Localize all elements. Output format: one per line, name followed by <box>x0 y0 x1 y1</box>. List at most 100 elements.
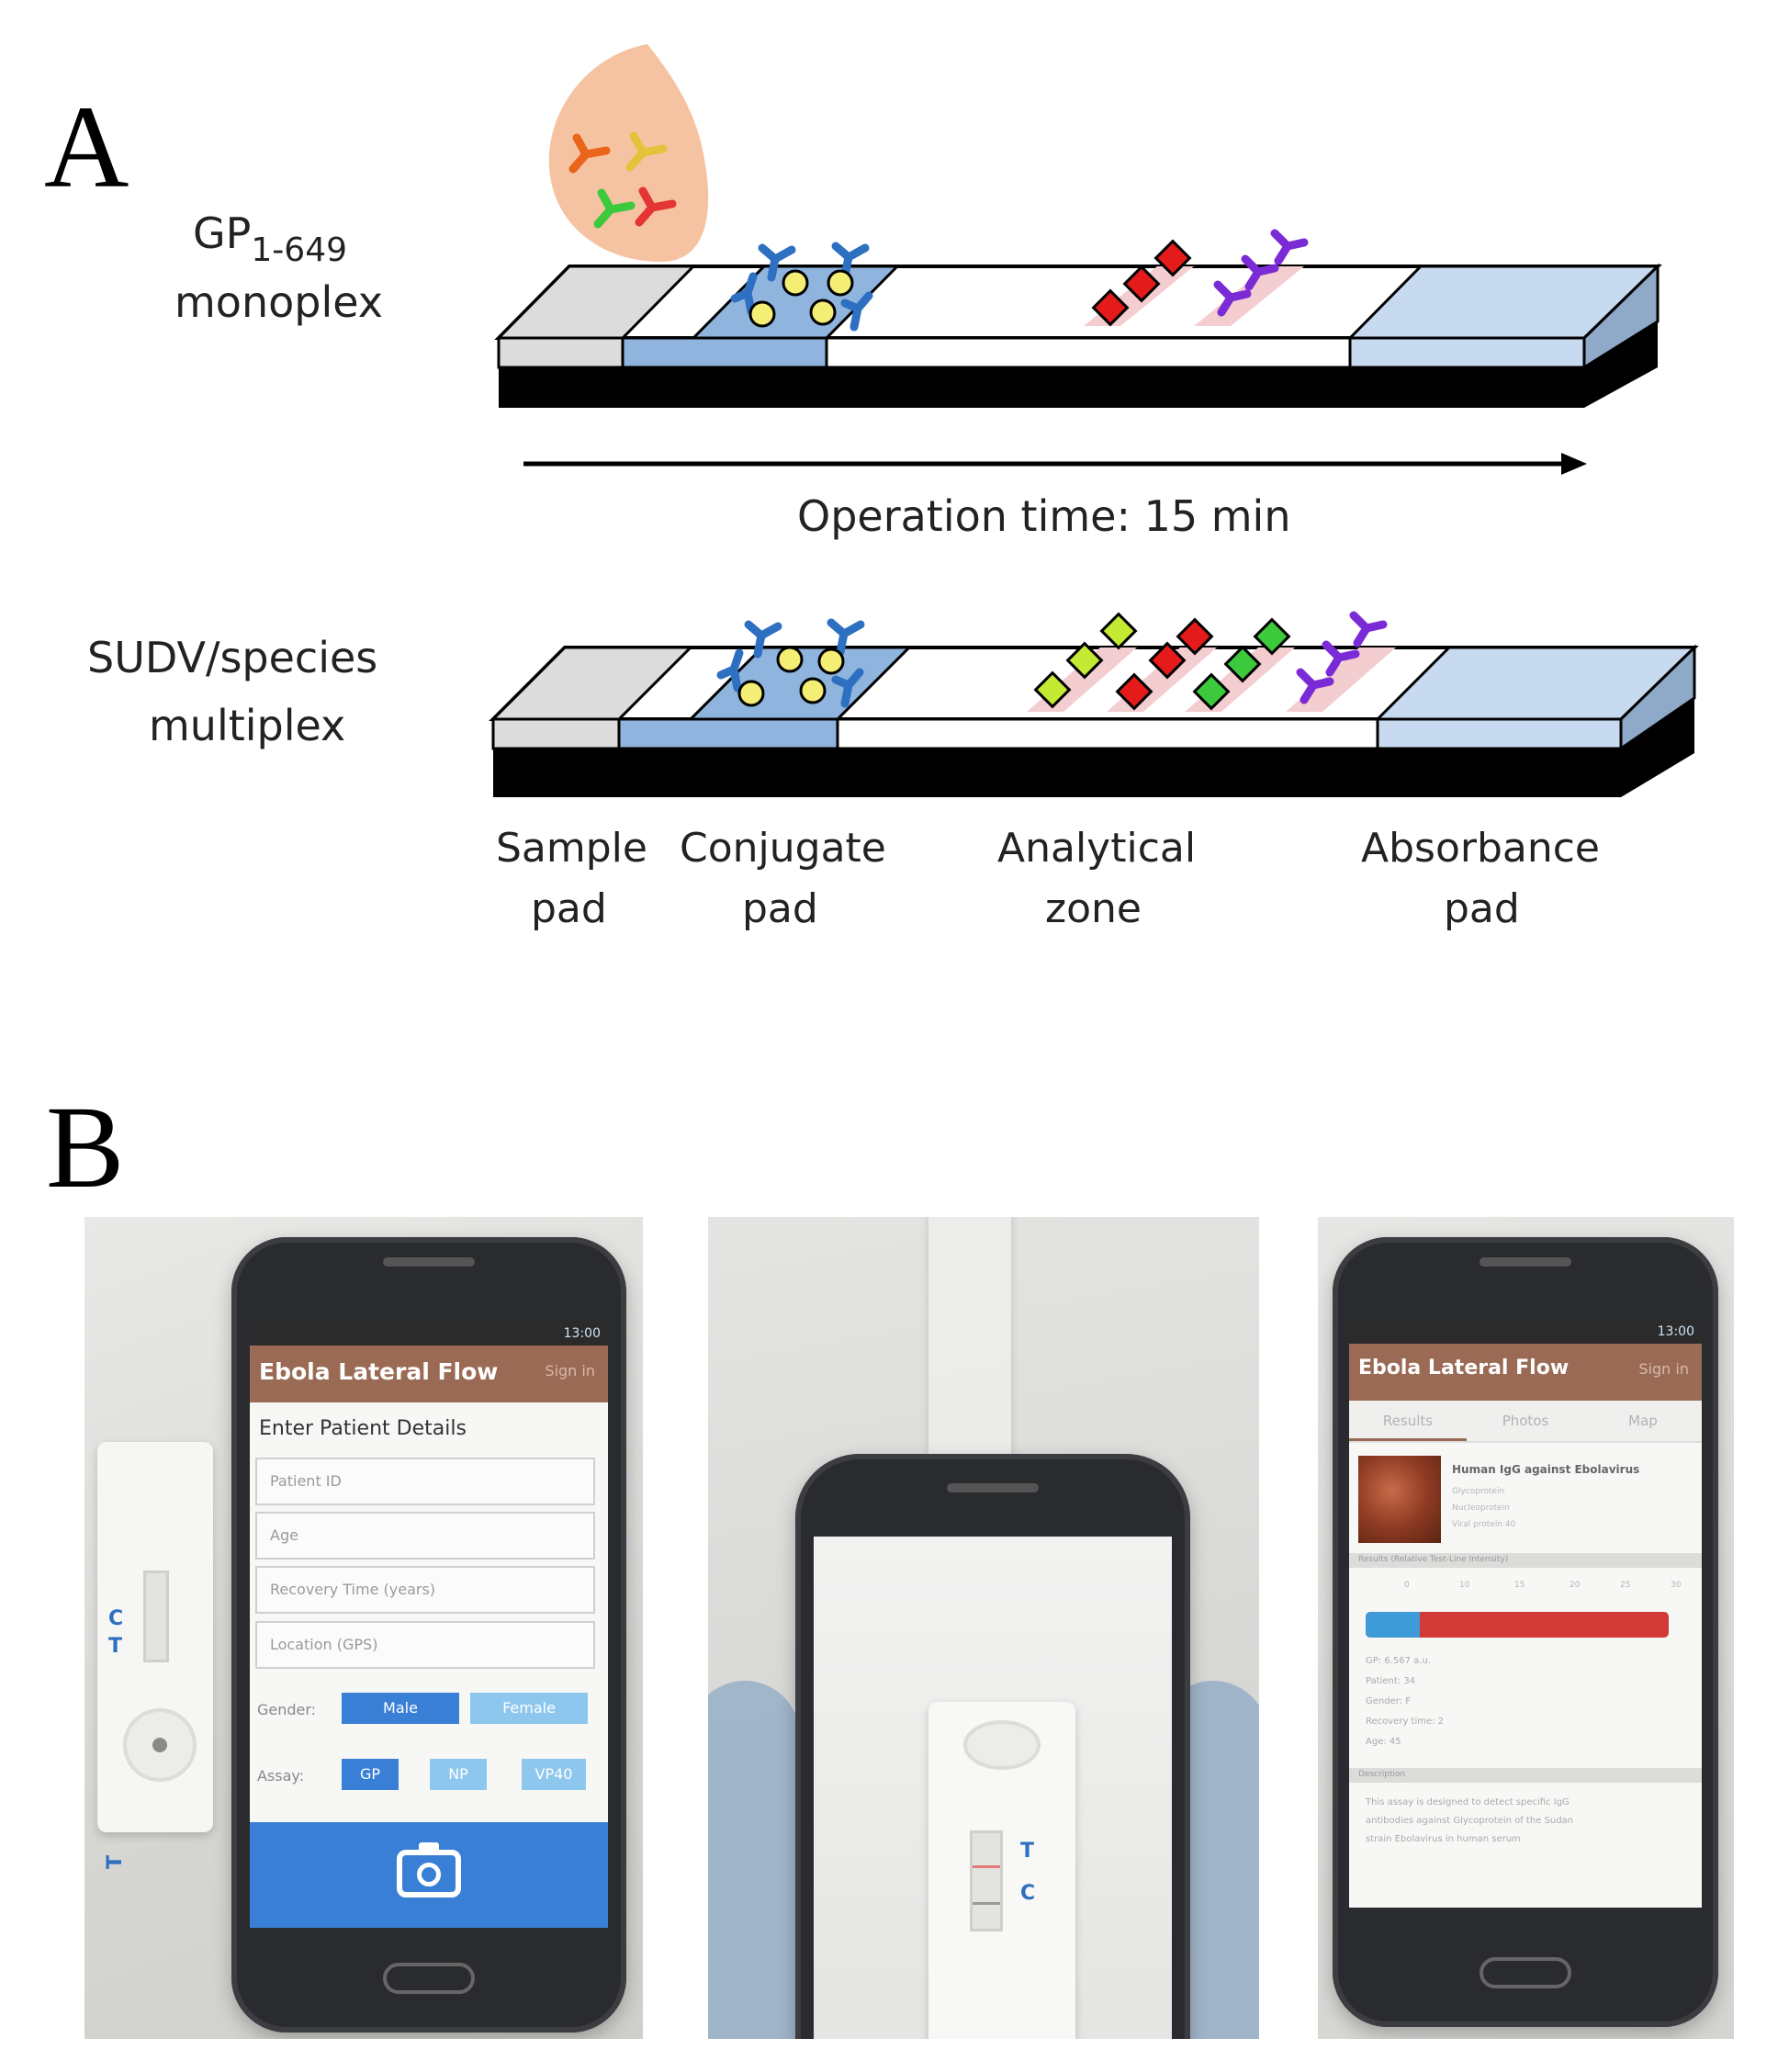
phone-speaker <box>383 1257 475 1267</box>
zone-label-analytical: Analytical <box>997 825 1196 872</box>
multiplex-label-line2: multiplex <box>149 701 345 750</box>
multiplex-strip <box>489 611 1699 797</box>
captured-t: T <box>1020 1840 1035 1863</box>
sign-in-link-3[interactable]: Sign in <box>1638 1360 1689 1378</box>
result-window <box>143 1571 169 1662</box>
home-button-3[interactable] <box>1480 1957 1571 1988</box>
scale-tick: 15 <box>1514 1581 1525 1590</box>
assay-np-button[interactable]: NP <box>430 1759 487 1790</box>
scale-tick: 10 <box>1459 1581 1470 1590</box>
monoplex-label: GP1-649 <box>193 208 347 269</box>
results-header-text: Results (Relative Test-Line Intensity) <box>1358 1555 1509 1564</box>
test-cassette: T T C <box>97 1442 213 1869</box>
cassette-c: C <box>108 1607 124 1630</box>
sample-drop-icon <box>548 44 709 262</box>
photo-results: 13:00 Ebola Lateral Flow Sign in Results… <box>1318 1217 1734 2039</box>
scale-tick: 0 <box>1404 1581 1410 1590</box>
photo-patient-form: T T C 13:00 Ebola Lateral Flow Sign in E… <box>84 1217 643 2039</box>
item-title: Human IgG against Ebolavirus <box>1452 1463 1640 1476</box>
monoplex-strip <box>494 229 1662 408</box>
assay-label: Assay: <box>257 1767 305 1785</box>
results-header: Results (Relative Test-Line Intensity) <box>1349 1553 1702 1568</box>
assay-gp-button[interactable]: GP <box>342 1759 399 1790</box>
phone-speaker-3 <box>1480 1257 1571 1267</box>
cassette-t: T <box>108 1635 123 1658</box>
test-line-signal <box>973 1865 1000 1868</box>
detail-gender: Gender: F <box>1366 1696 1411 1706</box>
gender-male-button[interactable]: Male <box>342 1693 459 1724</box>
captured-cassette: T C <box>928 1702 1075 2039</box>
virus-thumbnail <box>1358 1456 1441 1543</box>
flow-direction-arrow <box>523 453 1587 475</box>
home-button[interactable] <box>383 1963 475 1994</box>
camera-viewfinder: T C <box>814 1537 1172 2039</box>
scale-ticks: 0 10 15 20 25 30 <box>1349 1581 1702 1595</box>
zone-label-conjugate-2: pad <box>742 885 818 932</box>
captured-c: C <box>1020 1882 1036 1905</box>
app-bar-3: Ebola Lateral Flow Sign in <box>1349 1344 1702 1401</box>
description-line-1: This assay is designed to detect specifi… <box>1366 1797 1570 1807</box>
phone-speaker-2 <box>947 1483 1039 1492</box>
app-screen-patient-details: 13:00 Ebola Lateral Flow Sign in Enter P… <box>250 1322 608 1928</box>
smartphone-2: T C <box>795 1454 1190 2039</box>
item-line-3: Viral protein 40 <box>1452 1520 1516 1529</box>
sample-well-center <box>152 1738 167 1752</box>
zone-label-absorbance: Absorbance <box>1361 825 1600 872</box>
captured-well <box>963 1720 1041 1770</box>
gender-label: Gender: <box>257 1701 317 1718</box>
zone-label-sample-2: pad <box>531 885 607 932</box>
gender-female-button[interactable]: Female <box>470 1693 588 1724</box>
description-header-text: Description <box>1358 1770 1406 1779</box>
recovery-time-field[interactable]: Recovery Time (years) <box>255 1566 595 1614</box>
detail-recovery: Recovery time: 2 <box>1366 1717 1445 1727</box>
operation-time-label: Operation time: 15 min <box>797 491 1291 541</box>
section-title: Enter Patient Details <box>259 1417 467 1440</box>
tab-map[interactable]: Map <box>1628 1413 1658 1429</box>
monoplex-label-line2: monoplex <box>174 277 383 327</box>
smartphone-1: 13:00 Ebola Lateral Flow Sign in Enter P… <box>231 1237 626 2033</box>
location-field[interactable]: Location (GPS) <box>255 1621 595 1669</box>
assay-vp40-button[interactable]: VP40 <box>522 1759 586 1790</box>
app-title: Ebola Lateral Flow <box>259 1358 499 1385</box>
result-tabs: Results Photos Map <box>1349 1401 1702 1443</box>
zone-label-conjugate: Conjugate <box>680 825 886 872</box>
result-intensity-fill <box>1366 1612 1421 1638</box>
age-field[interactable]: Age <box>255 1512 595 1560</box>
cassette-t-label: T <box>104 1854 128 1870</box>
captured-result-window <box>970 1830 1003 1931</box>
status-bar: 13:00 <box>250 1322 608 1346</box>
lateral-flow-diagram: GP1-649 monoplex SUDV/species multiplex … <box>0 0 1789 1010</box>
detail-age: Age: 45 <box>1366 1737 1401 1747</box>
patient-id-field[interactable]: Patient ID <box>255 1458 595 1505</box>
scale-tick: 20 <box>1570 1581 1581 1590</box>
camera-bar[interactable] <box>250 1822 608 1928</box>
app-screen-results: 13:00 Ebola Lateral Flow Sign in Results… <box>1349 1320 1702 1908</box>
result-intensity-bar <box>1366 1612 1669 1638</box>
item-line-1: Glycoprotein <box>1452 1487 1505 1496</box>
description-line-3: strain Ebolavirus in human serum <box>1366 1834 1521 1844</box>
sign-in-link[interactable]: Sign in <box>545 1362 595 1379</box>
status-bar-3: 13:00 <box>1349 1320 1702 1344</box>
app-title-3: Ebola Lateral Flow <box>1358 1357 1570 1379</box>
control-line-signal <box>973 1902 1000 1905</box>
app-bar: Ebola Lateral Flow Sign in <box>250 1346 608 1402</box>
description-line-2: antibodies against Glycoprotein of the S… <box>1366 1816 1574 1826</box>
scale-tick: 25 <box>1620 1581 1631 1590</box>
detail-patient: Patient: 34 <box>1366 1676 1416 1686</box>
photo-camera-capture: T C <box>708 1217 1259 2039</box>
item-line-2: Nucleoprotein <box>1452 1503 1510 1513</box>
tab-photos[interactable]: Photos <box>1502 1413 1549 1429</box>
description-header: Description <box>1349 1768 1702 1783</box>
multiplex-label: SUDV/species <box>87 633 377 682</box>
glove-left <box>708 1681 800 2039</box>
background-cassette <box>928 1217 1011 1483</box>
scale-tick: 30 <box>1671 1581 1682 1590</box>
zone-label-analytical-2: zone <box>1045 885 1142 932</box>
detail-gp: GP: 6.567 a.u. <box>1366 1656 1431 1666</box>
smartphone-3: 13:00 Ebola Lateral Flow Sign in Results… <box>1333 1237 1718 2027</box>
zone-label-absorbance-2: pad <box>1444 885 1520 932</box>
tab-results[interactable]: Results <box>1349 1401 1467 1441</box>
panel-label-a: A <box>44 82 129 212</box>
camera-icon[interactable] <box>397 1842 461 1897</box>
zone-label-sample: Sample <box>496 825 647 872</box>
